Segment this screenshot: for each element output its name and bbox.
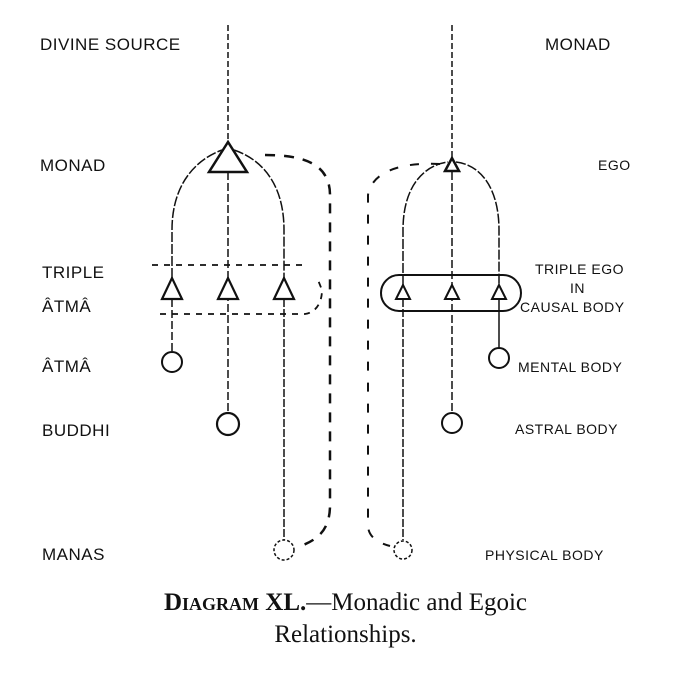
triple-atma-bracket [152, 264, 323, 315]
label-physical-body: PHYSICAL BODY [485, 547, 604, 563]
causal-body-outline [380, 274, 522, 312]
label-monad: MONAD [40, 156, 106, 175]
ego-triangle-2 [443, 282, 461, 300]
left-monad-group [152, 25, 332, 561]
monad-manas-dashed-link [264, 153, 332, 549]
label-astral-body: ASTRAL BODY [515, 421, 619, 437]
label-in: IN [570, 280, 585, 296]
ego-triangle [442, 155, 462, 173]
label-triple-ego: TRIPLE EGO [535, 261, 625, 277]
monad-triangle [206, 139, 250, 174]
caption-line-1: Diagram XL.—Monadic and Egoic [0, 590, 691, 615]
right-arch [402, 161, 500, 285]
label-ego: EGO [598, 157, 631, 173]
label-atma-triple: ÂTMÂ [42, 297, 92, 316]
label-divine-source: DIVINE SOURCE [40, 35, 181, 54]
label-causal-body: CAUSAL BODY [520, 299, 625, 315]
manas-circle [273, 539, 295, 561]
caption-title-1: —Monadic and Egoic [306, 589, 528, 616]
label-right-monad: MONAD [545, 35, 611, 54]
ego-triangle-1 [394, 282, 412, 300]
right-ego-group [367, 25, 522, 560]
atma-triangle-1 [160, 275, 184, 301]
label-triple: TRIPLE [42, 263, 105, 282]
buddhi-circle [215, 411, 241, 437]
atma-triangle-2 [216, 275, 240, 301]
ego-physical-dashed-link [367, 162, 441, 547]
caption-line-2: Relationships. [274, 621, 417, 648]
mental-body-circle [488, 347, 510, 369]
atma-circle [161, 351, 183, 373]
left-arch [171, 149, 285, 278]
label-manas: MANAS [42, 545, 105, 564]
atma-triangle-3 [272, 275, 296, 301]
label-buddhi: BUDDHI [42, 421, 111, 440]
label-atma: ÂTMÂ [42, 357, 92, 376]
label-mental-body: MENTAL BODY [518, 359, 623, 375]
ego-triangle-3 [490, 282, 508, 300]
diagram-number: Diagram XL. [163, 589, 307, 616]
physical-body-circle [393, 540, 413, 560]
astral-body-circle [441, 412, 463, 434]
